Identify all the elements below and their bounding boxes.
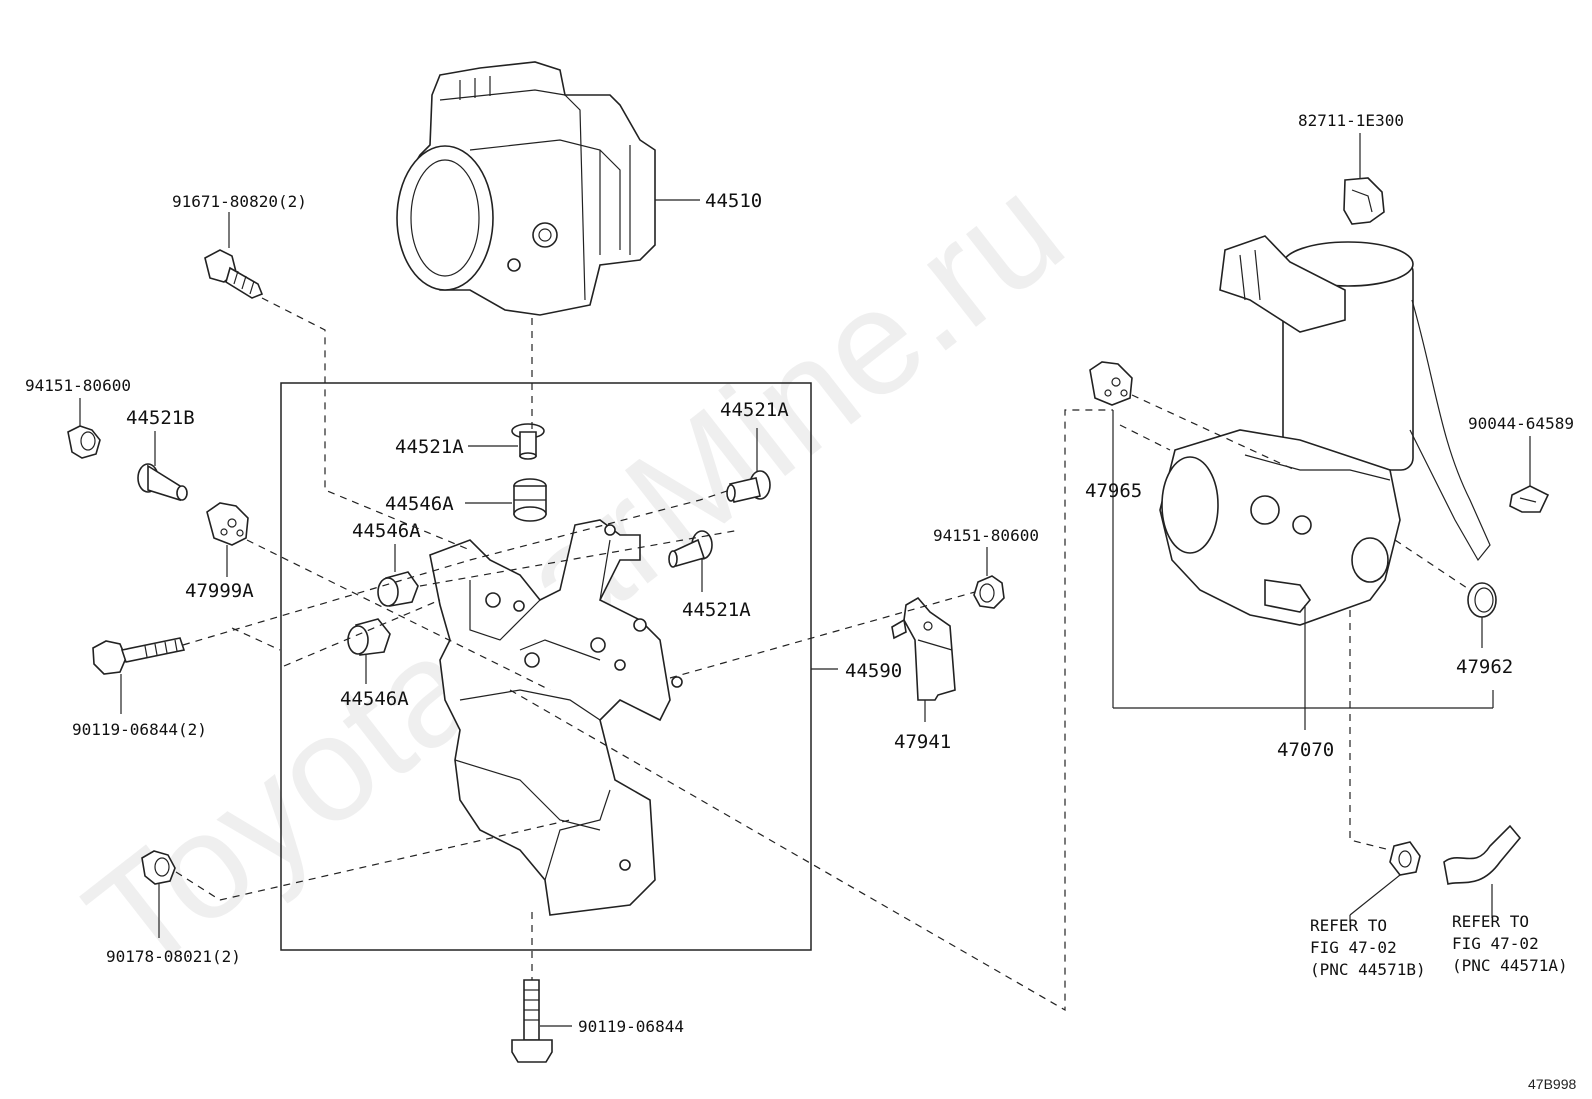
refer-a-line1: REFER TO <box>1452 912 1529 931</box>
label-82711-1e300: 82711-1E300 <box>1298 111 1404 130</box>
label-44546a-bot: 44546A <box>340 688 409 710</box>
nut-94151-80600-right[interactable] <box>973 575 1005 609</box>
grommet-44546a-top[interactable] <box>513 478 547 522</box>
hose-44571a[interactable] <box>1443 824 1522 886</box>
collar-44521a-low[interactable] <box>668 530 713 568</box>
label-44521a-right: 44521A <box>720 399 789 421</box>
clamp-90044-64589[interactable] <box>1509 485 1550 513</box>
diagram-code: 47B998 <box>1528 1076 1576 1092</box>
label-44521b: 44521B <box>126 407 195 429</box>
abs-actuator-44510[interactable] <box>396 61 656 316</box>
bolt-90119-06844-x2[interactable] <box>92 637 186 675</box>
label-47965: 47965 <box>1085 480 1142 502</box>
nut-90178-08021[interactable] <box>141 850 176 885</box>
bolt-90119-06844[interactable] <box>511 979 553 1063</box>
label-47070: 47070 <box>1277 739 1334 761</box>
refer-a-line3: (PNC 44571A) <box>1452 956 1568 975</box>
bolt-91671-80820[interactable] <box>204 249 264 299</box>
bracket-assembly-box <box>280 382 812 951</box>
collar-44521a-right[interactable] <box>726 470 771 503</box>
cap-47999a[interactable] <box>206 502 249 546</box>
cap-47965[interactable] <box>1089 361 1133 406</box>
label-90178-08021: 90178-08021(2) <box>106 947 241 966</box>
refer-a-line2: FIG 47-02 <box>1452 934 1539 953</box>
label-90119-06844-x2: 90119-06844(2) <box>72 720 207 739</box>
label-47962: 47962 <box>1456 656 1513 678</box>
label-44546a-top: 44546A <box>385 493 454 515</box>
label-47999a: 47999A <box>185 580 254 602</box>
label-44590: 44590 <box>845 660 902 682</box>
refer-b-line3: (PNC 44571B) <box>1310 960 1426 979</box>
label-90044-64589: 90044-64589 <box>1468 414 1574 433</box>
bracket-44590[interactable] <box>429 519 683 916</box>
o-ring-47962[interactable] <box>1467 582 1497 618</box>
collar-44521a-top[interactable] <box>511 423 545 460</box>
refer-b-line1: REFER TO <box>1310 916 1387 935</box>
pump-motor-47070[interactable] <box>1159 235 1491 626</box>
grommet-44546a-bot[interactable] <box>347 618 391 656</box>
connector-82711-1e300[interactable] <box>1343 177 1385 225</box>
label-94151-80600-left: 94151-80600 <box>25 376 131 395</box>
bracket-47941[interactable] <box>891 596 956 701</box>
label-44510: 44510 <box>705 190 762 212</box>
assembly-dashed-lines <box>175 297 1471 1012</box>
label-94151-80600-right: 94151-80600 <box>933 526 1039 545</box>
label-44546a-mid: 44546A <box>352 520 421 542</box>
hose-clamp-44571b[interactable] <box>1389 841 1421 876</box>
label-90119-06844: 90119-06844 <box>578 1017 684 1036</box>
grommet-44546a-mid[interactable] <box>377 571 419 607</box>
label-47941: 47941 <box>894 731 951 753</box>
refer-b-line2: FIG 47-02 <box>1310 938 1397 957</box>
label-44521a-top: 44521A <box>395 436 464 458</box>
collar-44521b[interactable] <box>137 463 188 502</box>
nut-94151-80600-left[interactable] <box>67 425 101 459</box>
label-44521a-low: 44521A <box>682 599 751 621</box>
label-91671-80820: 91671-80820(2) <box>172 192 307 211</box>
